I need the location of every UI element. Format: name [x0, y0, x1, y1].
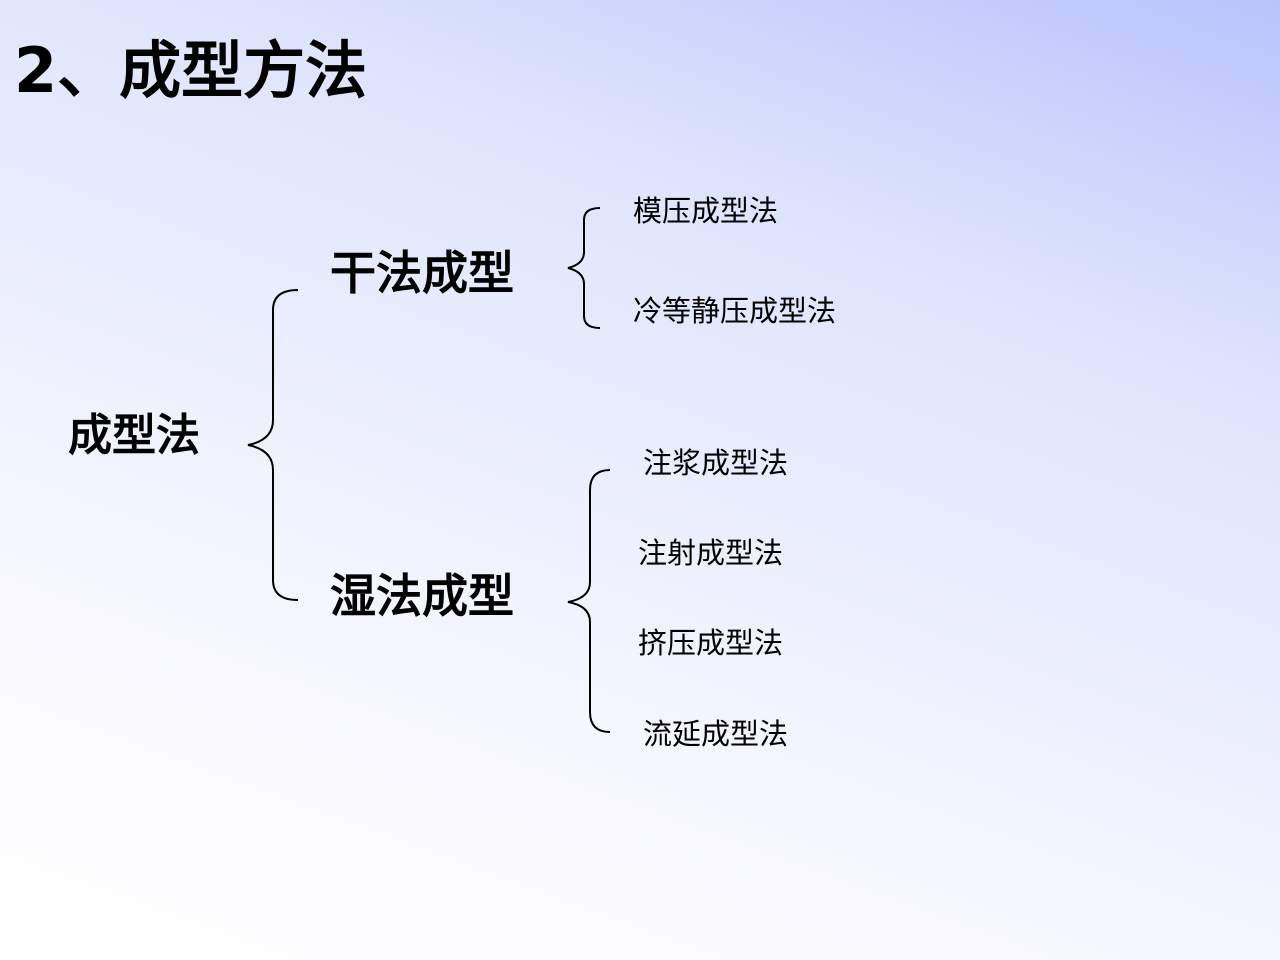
branch-dry-forming: 干法成型: [330, 246, 514, 300]
leaf-slip-casting: 注浆成型法: [643, 446, 789, 480]
root-node: 成型法: [68, 410, 200, 461]
leaf-die-pressing: 模压成型法: [633, 194, 779, 228]
leaf-extrusion: 挤压成型法: [638, 626, 784, 660]
brace-wet: [567, 469, 611, 733]
leaf-cold-isostatic-pressing: 冷等静压成型法: [633, 294, 837, 328]
leaf-tape-casting: 流延成型法: [643, 717, 789, 751]
brace-dry: [567, 207, 601, 329]
branch-wet-forming: 湿法成型: [330, 569, 514, 623]
page-title: 2、成型方法: [14, 34, 368, 107]
brace-root: [247, 289, 299, 601]
leaf-injection-molding: 注射成型法: [638, 536, 784, 570]
